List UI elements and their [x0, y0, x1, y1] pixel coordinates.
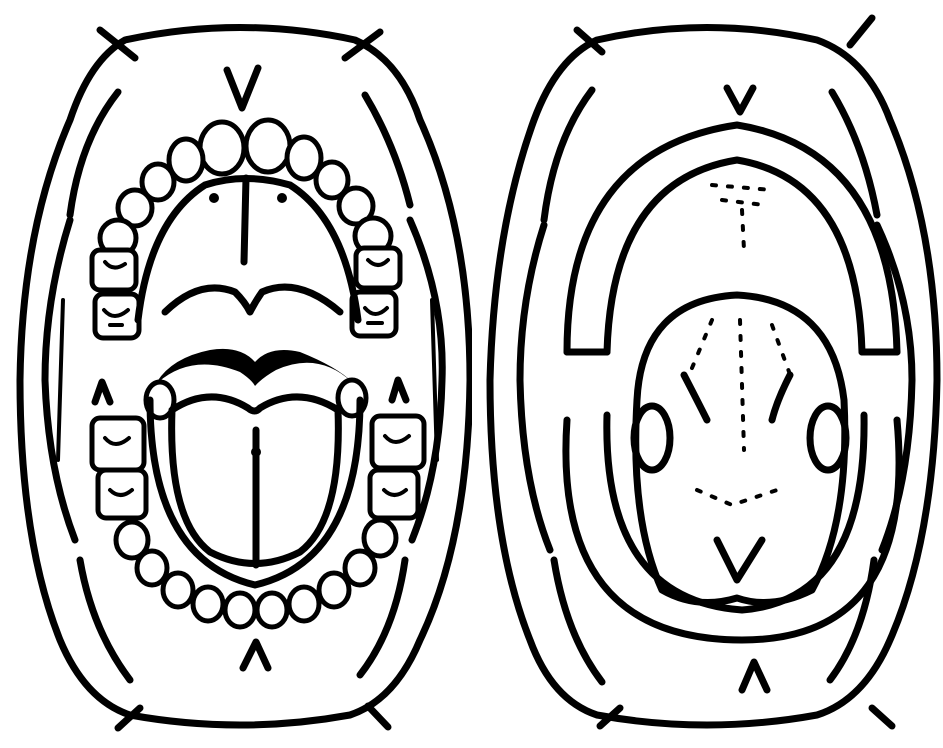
- tongue-left-marking: [684, 375, 707, 420]
- tongue-papillae-left: [687, 320, 712, 380]
- palate-rugae: [712, 185, 772, 250]
- left-lower-cheek-fold: [80, 560, 130, 680]
- edentulous-mouth-drawing: [472, 0, 943, 748]
- left-cheek-line: [58, 300, 63, 460]
- right-upper-cheek-fold: [365, 95, 410, 205]
- left-cheek-contour: [520, 225, 550, 550]
- palate-dot-left: [209, 193, 219, 203]
- top-down-arrowhead: [727, 88, 753, 112]
- corner-tick-bottom-right: [368, 706, 388, 727]
- right-retromolar-pad: [810, 406, 846, 470]
- tongue-lower-lines: [697, 490, 777, 505]
- top-down-arrowhead: [227, 68, 258, 108]
- tongue-dot: [251, 447, 261, 457]
- left-up-arrowhead: [95, 382, 110, 402]
- corner-tick-bottom-right: [872, 708, 892, 726]
- left-upper-cheek-fold: [70, 92, 118, 215]
- edentulous-mouth-figure: [472, 0, 943, 748]
- tongue-midline: [740, 320, 744, 450]
- dentate-mouth-figure: [0, 0, 472, 748]
- left-upper-cheek-fold: [544, 90, 592, 220]
- bottom-up-arrowhead: [243, 642, 268, 668]
- tongue-tip-notch: [717, 540, 762, 580]
- upper-ridge-inner: [607, 160, 862, 352]
- corner-tick-top-right: [850, 18, 872, 45]
- dentate-mouth-drawing: [0, 0, 472, 748]
- bottom-up-arrowhead: [742, 662, 767, 690]
- right-up-arrowhead: [392, 380, 406, 400]
- palatal-raphe: [244, 178, 246, 262]
- tongue-right-marking: [772, 375, 790, 420]
- soft-palate-uvula: [165, 287, 340, 312]
- left-retromolar-pad: [634, 406, 670, 470]
- palate-dot-right: [277, 193, 287, 203]
